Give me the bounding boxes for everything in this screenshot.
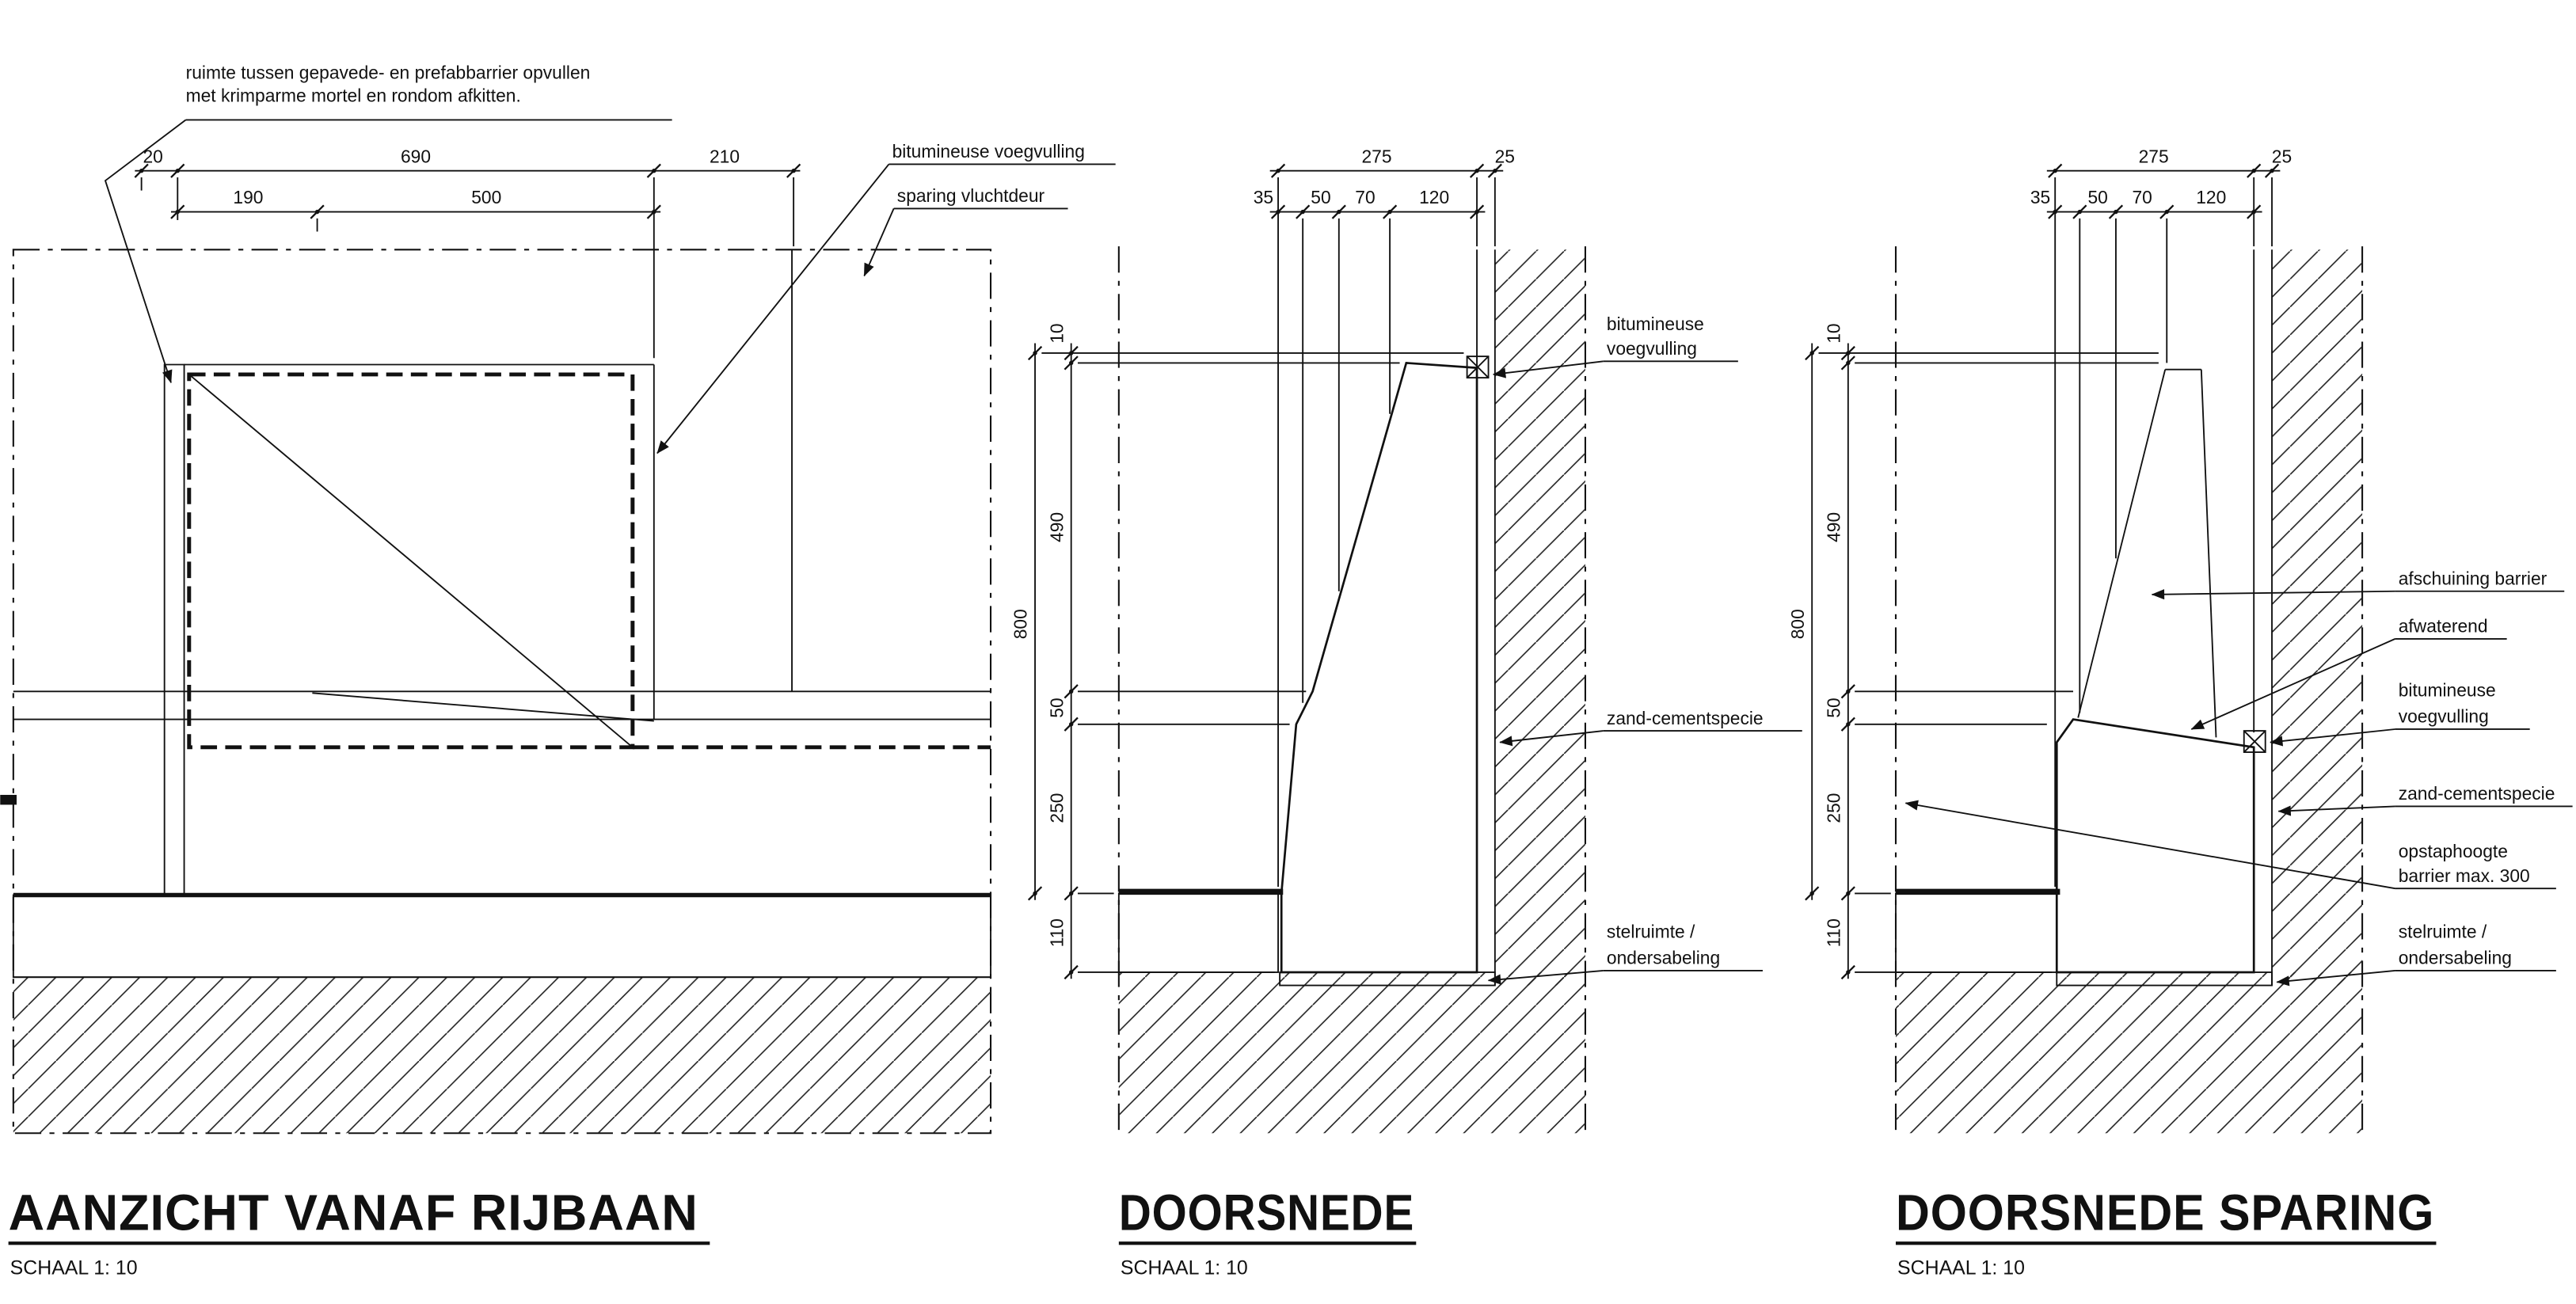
dim-label: 800 <box>1787 609 1808 639</box>
dim-label: 35 <box>2030 187 2050 207</box>
leader-afwaterend <box>2190 638 2395 730</box>
view-title: DOORSNEDE SPARING <box>1896 1184 2434 1241</box>
barrier-section <box>1280 362 1478 974</box>
foundation-hatch <box>1118 971 1585 1134</box>
dim-label: 10 <box>1046 323 1067 343</box>
existing-pavement-hatch <box>2272 249 2363 986</box>
leader-stelruimte <box>2276 969 2395 987</box>
note-line1: ruimte tussen gepavede- en prefabbarrier… <box>186 63 591 83</box>
joint-post <box>163 363 185 895</box>
view-scale: SCHAAL 1: 10 <box>10 1257 138 1279</box>
dim-label: 120 <box>1419 187 1449 207</box>
leader-afschuining <box>2151 589 2395 600</box>
dim-label: 210 <box>710 146 740 166</box>
dim-label: 50 <box>2087 187 2107 207</box>
label-bitumineuse-voegvulling: bitumineuse voegvulling <box>892 141 1085 162</box>
label-stelruimte-1: stelruimte / <box>1607 921 1695 941</box>
label-zand-cementspecie: zand-cementspecie <box>1607 708 1764 728</box>
leader-bitumineuse <box>656 163 890 454</box>
view-scale: SCHAAL 1: 10 <box>1121 1257 1248 1279</box>
dim-label: 800 <box>1010 609 1031 639</box>
view-doorsnede: 10 490 800 50 250 110 275 25 35 50 70 12… <box>1010 146 1802 1279</box>
label-bitumineuse-2: voegvulling <box>1607 338 1697 359</box>
leader-bitumineuse <box>2270 728 2395 747</box>
dim-label: 250 <box>1823 793 1844 823</box>
label-stelruimte-2: ondersabeling <box>1607 948 1720 968</box>
view-title: AANZICHT VANAF RIJBAAN <box>9 1184 698 1241</box>
dim-label: 690 <box>401 146 431 166</box>
sparing-vluchtdeur-outline <box>187 372 635 750</box>
label-afschuining-barrier: afschuining barrier <box>2399 568 2547 588</box>
dim-label: 490 <box>1823 512 1844 542</box>
dim-label: 50 <box>1046 698 1067 717</box>
label-zand-cementspecie: zand-cementspecie <box>2399 783 2555 804</box>
leader-stelruimte <box>1487 969 1604 985</box>
label-opstaphoogte-2: barrier max. 300 <box>2399 865 2530 886</box>
leader-zand <box>2277 805 2395 816</box>
asphalt-hatch <box>1895 892 2058 973</box>
dim-label: 500 <box>471 187 501 207</box>
dim-label: 490 <box>1046 512 1067 542</box>
leader-bitumineuse <box>1492 360 1604 378</box>
label-opstaphoogte-1: opstaphoogte <box>2399 841 2508 861</box>
label-bitumineuse-1: bitumineuse <box>1607 314 1704 334</box>
label-bitumineuse-1: bitumineuse <box>2399 680 2496 701</box>
dim-label: 50 <box>1311 187 1330 207</box>
dim-label: 10 <box>1823 323 1844 343</box>
bitumen-seal-symbol <box>1466 355 1490 379</box>
view-aanzicht: 20 690 210 190 500 ruimte tussen gepaved… <box>0 63 1116 1279</box>
dim-label: 25 <box>2272 146 2292 166</box>
view-doorsnede-sparing: 10 490 800 50 250 110 275 25 35 50 70 12… <box>1787 146 2573 1279</box>
label-afwaterend: afwaterend <box>2399 616 2488 637</box>
asphalt-hatch <box>12 894 991 979</box>
diagonal-brace-line <box>188 374 634 748</box>
dim-label: 275 <box>2139 146 2169 166</box>
existing-pavement-hatch <box>1494 249 1585 986</box>
barrier-behind-recess <box>2077 368 2217 738</box>
dim-label: 250 <box>1046 793 1067 823</box>
dim-label: 110 <box>1046 918 1067 947</box>
note-leader <box>104 119 187 384</box>
barrier-base-section <box>2055 718 2255 974</box>
dim-label: 70 <box>1355 187 1375 207</box>
dimension-ticks <box>134 163 2280 980</box>
note-line2: met krimparme mortel en rondom afkitten. <box>186 86 521 106</box>
label-stelruimte-1: stelruimte / <box>2399 921 2487 941</box>
dim-label: 50 <box>1823 698 1844 717</box>
foundation-hatch <box>1895 971 2363 1134</box>
label-stelruimte-2: ondersabeling <box>2399 948 2512 968</box>
label-sparing-vluchtdeur: sparing vluchtdeur <box>897 185 1045 206</box>
foundation-hatch <box>13 977 991 1134</box>
view-title: DOORSNEDE <box>1119 1184 1414 1241</box>
surface-datum-mark <box>0 794 17 805</box>
leader-sparing <box>863 208 895 277</box>
dim-label: 110 <box>1823 918 1844 947</box>
leader-zand <box>1499 730 1604 747</box>
dim-label: 190 <box>233 187 263 207</box>
dim-label: 25 <box>1495 146 1515 166</box>
view-scale: SCHAAL 1: 10 <box>1897 1257 2025 1279</box>
dim-label: 20 <box>143 146 162 166</box>
label-bitumineuse-2: voegvulling <box>2399 706 2489 727</box>
dim-label: 35 <box>1254 187 1273 207</box>
dim-label: 70 <box>2132 187 2152 207</box>
asphalt-hatch <box>1117 892 1279 973</box>
bitumen-seal-symbol <box>2243 730 2266 753</box>
leader-opstaphoogte <box>1904 800 2395 890</box>
dim-label: 275 <box>1361 146 1391 166</box>
dim-label: 120 <box>2196 187 2226 207</box>
